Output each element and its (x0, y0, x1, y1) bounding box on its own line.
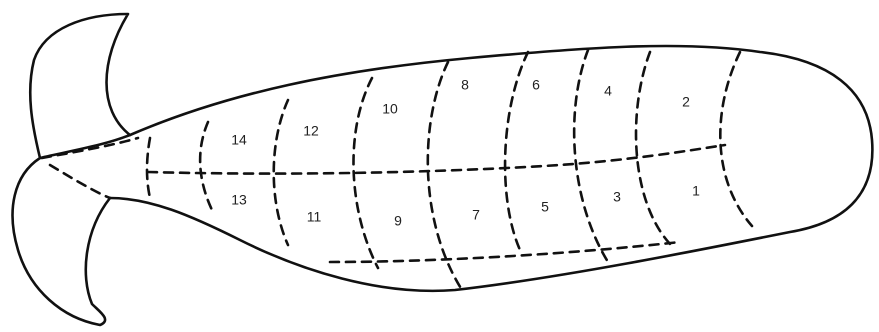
divider-1 (147, 138, 150, 198)
segment-label-3: 3 (613, 189, 621, 205)
segment-label-7: 7 (472, 207, 480, 223)
segment-label-5: 5 (541, 199, 549, 215)
segment-label-11: 11 (307, 209, 322, 225)
segment-label-13: 13 (231, 192, 247, 208)
tail-diagonal-line (50, 165, 110, 198)
upper-tail-fin (30, 14, 130, 158)
segment-label-10: 10 (382, 101, 398, 117)
segment-label-9: 9 (394, 213, 402, 229)
divider-5 (428, 62, 462, 290)
lower-tail-fin (13, 158, 110, 325)
segment-label-8: 8 (461, 77, 469, 93)
divider-2 (200, 122, 212, 210)
segment-label-2: 2 (682, 94, 690, 110)
segment-label-14: 14 (231, 132, 247, 148)
divider-8 (636, 52, 670, 244)
segment-label-1: 1 (692, 183, 700, 199)
segment-label-4: 4 (604, 83, 612, 99)
divider-7 (574, 50, 608, 262)
divider-9 (720, 52, 752, 226)
divider-6 (505, 52, 528, 250)
belly-line (330, 242, 680, 262)
segment-label-6: 6 (532, 77, 540, 93)
segment-label-12: 12 (303, 123, 319, 139)
